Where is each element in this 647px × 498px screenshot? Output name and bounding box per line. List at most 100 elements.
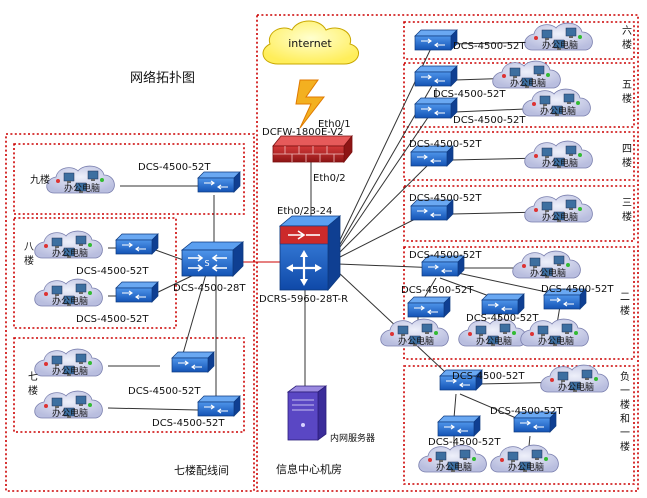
access-model-label-1c: DCS-4500-52T bbox=[428, 437, 501, 448]
firewall-device bbox=[272, 134, 353, 164]
access-model-label-2c: DCS-4500-52T bbox=[466, 313, 539, 324]
office-pc-label-2d: 办公电脑 bbox=[538, 335, 574, 347]
floor-label-9: 九楼 bbox=[30, 173, 50, 186]
core-port-label: Eth0/23-24 bbox=[277, 206, 332, 217]
office-pc-cluster-icon-2b: 办公电脑 bbox=[380, 318, 449, 347]
access-switch-icon-9 bbox=[197, 171, 241, 193]
access-model-label-2a: DCS-4500-52T bbox=[409, 250, 482, 261]
office-pc-cluster-icon-7b: 办公电脑 bbox=[34, 390, 103, 419]
office-pc-label-8a: 办公电脑 bbox=[52, 247, 88, 259]
floor-label-7: 七楼 bbox=[28, 371, 38, 397]
firewall-model-label: DCFW-1800E-V2 bbox=[262, 127, 344, 138]
office-pc-label-4: 办公电脑 bbox=[542, 157, 578, 169]
office-pc-label-1b: 办公电脑 bbox=[436, 461, 472, 473]
office-pc-label-2a: 办公电脑 bbox=[530, 267, 566, 279]
access-switch-icon-1a bbox=[439, 369, 483, 391]
floor-8-box bbox=[13, 217, 177, 329]
access-switch-icon-2a bbox=[421, 255, 465, 277]
office-pc-label-8b: 办公电脑 bbox=[52, 295, 88, 307]
access-switch-icon-6 bbox=[414, 29, 458, 51]
wiring-room-label: 七楼配线间 bbox=[174, 463, 229, 477]
access-switch-icon-4 bbox=[410, 145, 454, 167]
floor-label-2: 二楼 bbox=[620, 292, 630, 317]
access-model-label-5a: DCS-4500-52T bbox=[433, 89, 506, 100]
floor-label-8: 八楼 bbox=[24, 242, 34, 267]
datacenter-label: 信息中心机房 bbox=[276, 462, 342, 476]
wan-link-bolt-icon bbox=[295, 79, 326, 129]
wiring-room-box bbox=[5, 133, 255, 492]
access-model-label-9: DCS-4500-52T bbox=[138, 162, 211, 173]
access-model-label-6: DCS-4500-52T bbox=[453, 41, 526, 52]
office-pc-label-2b: 办公电脑 bbox=[398, 335, 434, 347]
floor-4-box bbox=[403, 131, 635, 181]
access-switch-icon-1b bbox=[513, 411, 557, 433]
office-pc-cluster-icon-3: 办公电脑 bbox=[524, 194, 593, 223]
access-model-label-1b: DCS-4500-52T bbox=[490, 406, 563, 417]
office-pc-cluster-icon-5a: 办公电脑 bbox=[492, 60, 561, 89]
core-model-label: DCRS-5960-28T-R bbox=[259, 294, 348, 305]
office-pc-label-7a: 办公电脑 bbox=[52, 365, 88, 377]
firewall-port-bottom: Eth0/2 bbox=[313, 173, 346, 184]
aggregation-model-label: DCS-4500-28T bbox=[173, 283, 246, 294]
access-model-label-8a: DCS-4500-52T bbox=[76, 266, 149, 277]
internet-cloud-icon bbox=[262, 20, 359, 65]
office-pc-cluster-icon-4: 办公电脑 bbox=[524, 140, 593, 169]
datacenter-box bbox=[256, 14, 639, 492]
office-pc-cluster-icon-5b: 办公电脑 bbox=[522, 88, 591, 117]
firewall-port-top: Eth0/1 bbox=[318, 119, 351, 130]
office-pc-label-6: 办公电脑 bbox=[542, 39, 578, 51]
office-pc-cluster-icon-8a: 办公电脑 bbox=[34, 230, 103, 259]
office-pc-label-1c: 办公电脑 bbox=[508, 461, 544, 473]
aggregation-switch-icon: S bbox=[180, 241, 245, 277]
access-model-label-2b: DCS-4500-52T bbox=[401, 285, 474, 296]
access-switch-icon-1c bbox=[437, 415, 481, 437]
access-switch-icon-7a bbox=[171, 351, 215, 373]
access-switch-icon-8b bbox=[115, 281, 159, 303]
server-icon bbox=[286, 385, 328, 441]
access-model-label-1a: DCS-4500-52T bbox=[452, 371, 525, 382]
floor-9-box bbox=[13, 143, 245, 215]
floor-2-box bbox=[403, 246, 635, 360]
office-pc-cluster-icon-1b: 办公电脑 bbox=[418, 444, 487, 473]
access-switch-icon-7b bbox=[197, 395, 241, 417]
diagram-title: 网络拓扑图 bbox=[130, 70, 195, 86]
access-switch-icon-5a bbox=[414, 65, 458, 87]
floor-label-5: 五楼 bbox=[622, 80, 632, 105]
core-switch-icon bbox=[278, 215, 342, 292]
access-switch-icon-2d bbox=[543, 288, 587, 310]
office-pc-label-7b: 办公电脑 bbox=[52, 407, 88, 419]
access-switch-icon-2c bbox=[481, 293, 525, 315]
server-label: 内网服务器 bbox=[330, 432, 375, 444]
floor-label-1: 负一楼和一楼 bbox=[620, 370, 630, 453]
access-model-label-8b: DCS-4500-52T bbox=[76, 314, 149, 325]
access-model-label-7b: DCS-4500-52T bbox=[152, 418, 225, 429]
floor-1-box bbox=[403, 365, 635, 485]
svg-text:S: S bbox=[204, 259, 209, 268]
office-pc-cluster-icon-9: 办公电脑 bbox=[46, 165, 115, 194]
access-switch-icon-5b bbox=[414, 97, 458, 119]
access-model-label-3: DCS-4500-52T bbox=[409, 193, 482, 204]
internet-label: internet bbox=[288, 37, 332, 50]
office-pc-label-3: 办公电脑 bbox=[542, 211, 578, 223]
access-model-label-2d: DCS-4500-52T bbox=[541, 284, 614, 295]
office-pc-label-2c: 办公电脑 bbox=[476, 335, 512, 347]
access-switch-icon-8a bbox=[115, 233, 159, 255]
floor-3-box bbox=[403, 185, 635, 242]
floor-7-box bbox=[13, 337, 245, 433]
access-model-label-4: DCS-4500-52T bbox=[409, 139, 482, 150]
office-pc-cluster-icon-1a: 办公电脑 bbox=[540, 364, 609, 393]
office-pc-label-1a: 办公电脑 bbox=[558, 381, 594, 393]
access-model-label-7a: DCS-4500-52T bbox=[128, 386, 201, 397]
office-pc-cluster-icon-6: 办公电脑 bbox=[524, 22, 593, 51]
floor-label-4: 四楼 bbox=[622, 144, 632, 169]
office-pc-cluster-icon-1c: 办公电脑 bbox=[490, 444, 559, 473]
access-switch-icon-2b bbox=[407, 296, 451, 318]
floor-label-6: 六楼 bbox=[622, 25, 632, 51]
access-model-label-5b: DCS-4500-52T bbox=[453, 115, 526, 126]
floor-label-3: 三楼 bbox=[622, 198, 632, 223]
office-pc-cluster-icon-8b: 办公电脑 bbox=[34, 278, 103, 307]
office-pc-cluster-icon-2a: 办公电脑 bbox=[512, 250, 581, 279]
floor-6-box bbox=[403, 21, 635, 60]
